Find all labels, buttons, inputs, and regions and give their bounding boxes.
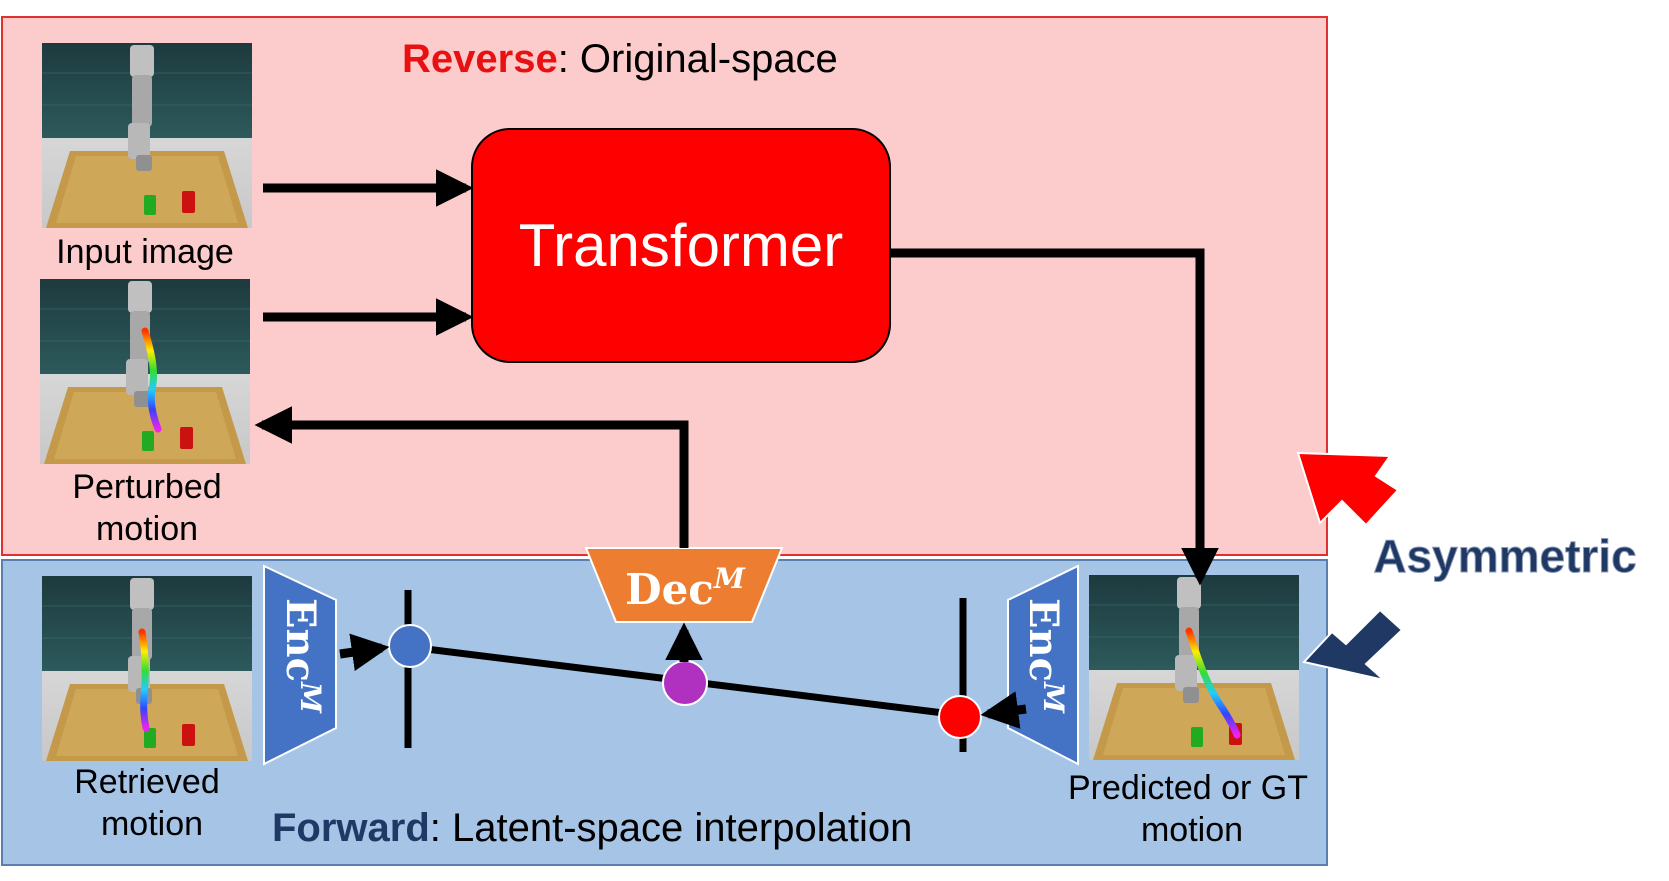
predicted-motion-label-line2: motion <box>1141 811 1243 849</box>
forward-title-rest: : Latent-space interpolation <box>430 806 913 850</box>
transformer-block: Transformer <box>471 128 891 363</box>
arrow-encoder-right-to-latent <box>980 691 1027 729</box>
predicted-trajectory <box>1185 627 1241 739</box>
encoder-left-shape <box>263 564 337 766</box>
perturbed-trajectory <box>141 327 162 433</box>
predicted-motion-label-line1: Predicted or GT <box>1068 769 1308 807</box>
reverse-title: Reverse: Original-space <box>402 37 838 81</box>
encoder-left-label: EncM <box>277 598 327 714</box>
transformer-label: Transformer <box>519 212 844 279</box>
asymmetric-navy-arrow <box>1302 608 1404 681</box>
input-image <box>41 42 253 229</box>
decoder-label-superscript: M <box>713 562 746 595</box>
encoder-left-label-text: Enc <box>277 598 324 682</box>
perturbed-motion-label-line2: motion <box>96 510 198 548</box>
arrow-transformer-to-predicted <box>890 248 1219 586</box>
reverse-title-rest: : Original-space <box>558 37 838 81</box>
latent-point-retrieved <box>388 624 432 668</box>
forward-title: Forward: Latent-space interpolation <box>272 806 912 850</box>
encoder-right-block: EncM <box>1007 564 1079 766</box>
flow-arrows <box>254 169 1219 729</box>
perturbed-motion-label-line1: Perturbed <box>72 468 221 506</box>
latent-point-interpolated <box>662 660 708 706</box>
decoder-label-text: Dec <box>625 565 714 614</box>
encoder-right-label-text: Enc <box>1020 598 1067 682</box>
encoder-right-label: EncM <box>1020 598 1070 714</box>
latent-point-predicted <box>938 695 982 739</box>
decoder-block: DecM <box>584 547 784 623</box>
transformer-box <box>471 128 891 363</box>
encoder-left-label-superscript: M <box>294 681 327 714</box>
retrieved-trajectory <box>138 628 150 732</box>
predicted-motion-image <box>1088 574 1300 761</box>
asymmetric-indicator: Asymmetric <box>1296 451 1637 681</box>
asymmetric-red-arrow <box>1296 451 1400 527</box>
encoder-right-label-superscript: M <box>1037 681 1070 714</box>
forward-title-bold: Forward <box>272 806 430 850</box>
decoder-shape <box>584 547 784 623</box>
arrow-encoder-left-to-latent <box>339 633 390 671</box>
reverse-title-bold: Reverse <box>402 37 558 81</box>
arrow-decoder-to-perturbed <box>254 406 689 548</box>
encoder-right-shape <box>1007 564 1079 766</box>
input-image-label: Input image <box>56 233 234 271</box>
asymmetric-label: Asymmetric <box>1373 530 1636 582</box>
perturbed-motion-image <box>39 278 251 465</box>
retrieved-motion-label-line1: Retrieved <box>74 763 220 801</box>
retrieved-motion-image <box>41 575 253 762</box>
retrieved-motion-label-line2: motion <box>101 805 203 843</box>
encoder-left-block: EncM <box>263 564 337 766</box>
decoder-label: DecM <box>625 562 746 614</box>
